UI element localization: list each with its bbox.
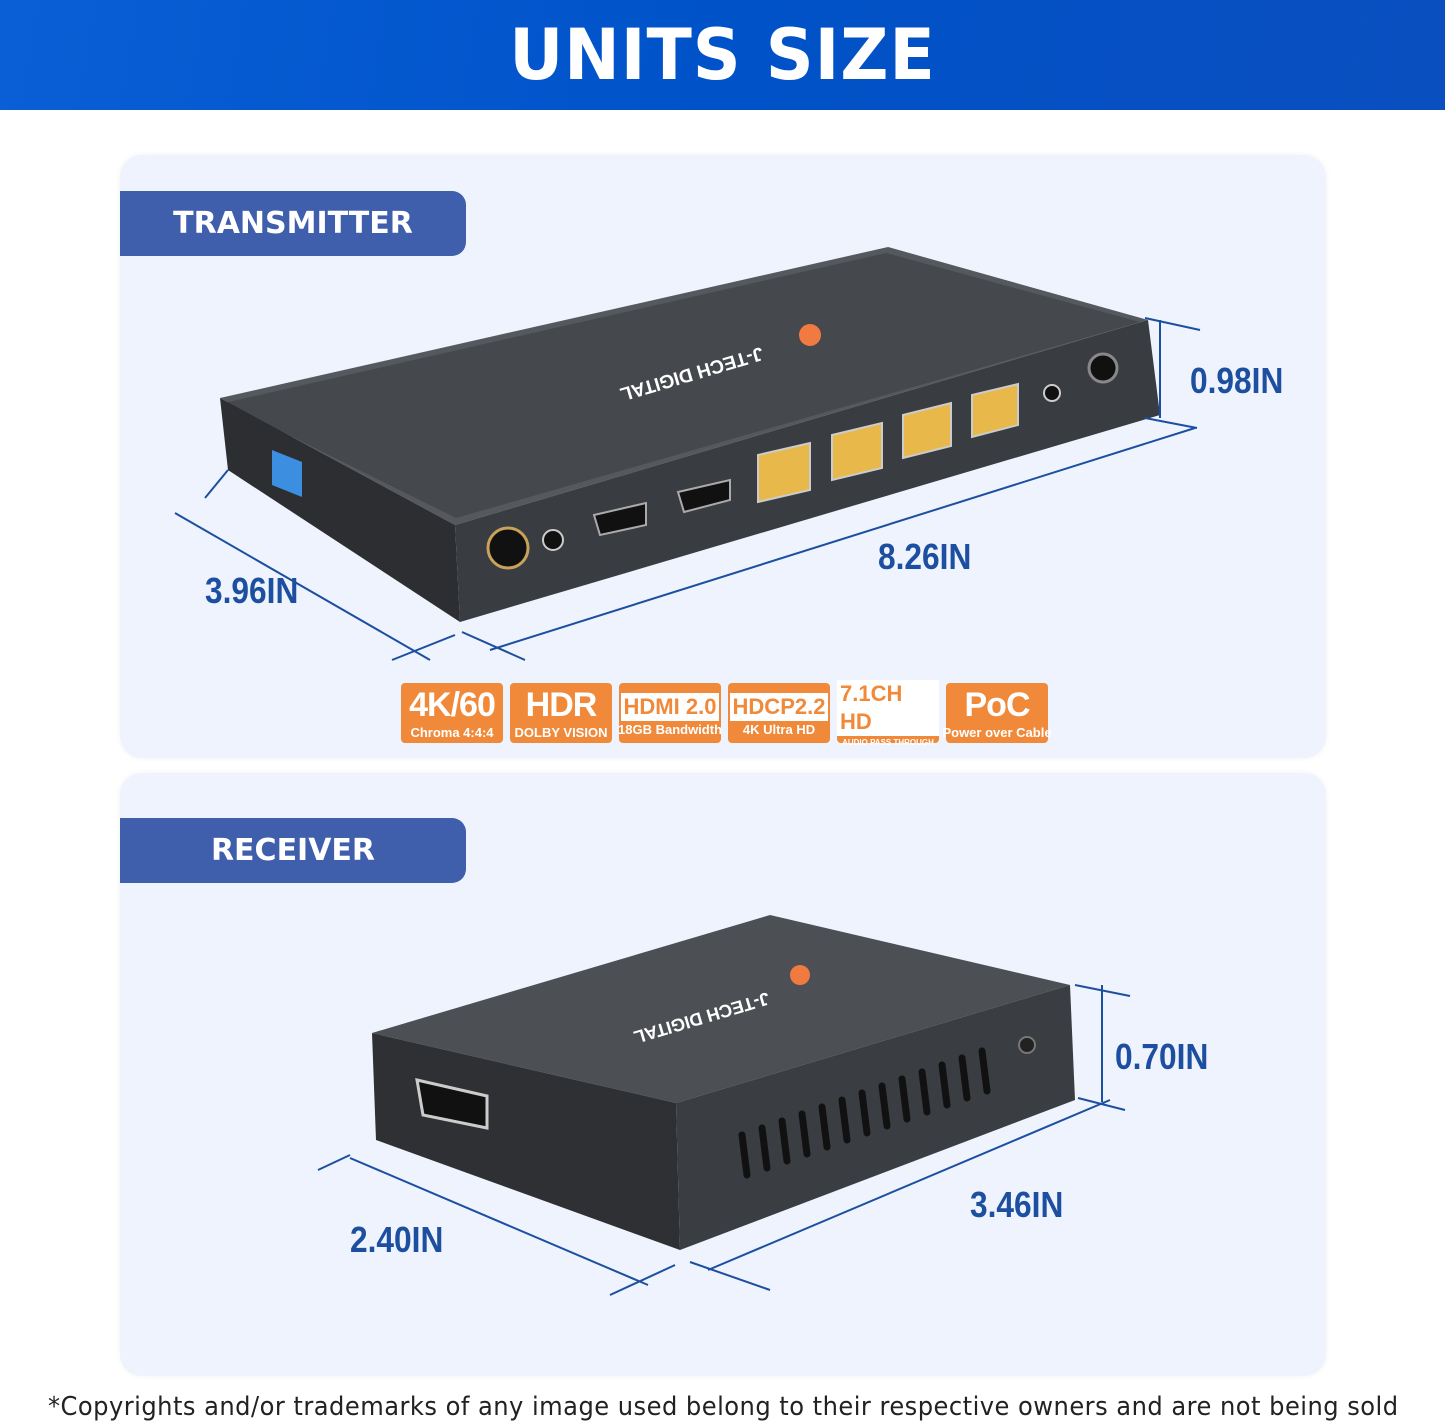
header-banner: UNITS SIZE xyxy=(0,0,1445,110)
badge-subtitle: Power over Cable xyxy=(942,724,1052,740)
badge-title: 7.1CH HD xyxy=(837,680,939,736)
badge-title: PoC xyxy=(964,685,1031,724)
page-title: UNITS SIZE xyxy=(509,14,936,96)
receiver-depth-label: 2.40IN xyxy=(350,1219,444,1260)
badge-title: 4K/60 xyxy=(409,685,496,724)
badge-audio: 7.1CH HD AUDIO PASS THROUGH xyxy=(837,680,939,747)
transmitter-device: J-TECH DIGITAL xyxy=(174,247,1201,661)
badge-subtitle: 4K Ultra HD xyxy=(742,721,816,737)
badge-subtitle: AUDIO PASS THROUGH xyxy=(842,738,934,747)
transmitter-depth-label: 3.96IN xyxy=(205,570,299,611)
transmitter-height-label: 0.98IN xyxy=(1190,360,1284,401)
badge-subtitle: DOLBY VISION xyxy=(514,724,608,740)
badge-subtitle: 18GB Bandwidth xyxy=(618,721,723,737)
badge-title: HDR xyxy=(525,685,598,724)
badge-title: HDMI 2.0 xyxy=(620,692,720,721)
receiver-logo-icon xyxy=(790,965,810,985)
transmitter-length-label: 8.26IN xyxy=(878,536,972,577)
transmitter-label: TRANSMITTER xyxy=(120,191,466,256)
receiver-device: J-TECH DIGITAL xyxy=(317,915,1131,1296)
transmitter-logo-icon xyxy=(799,324,821,346)
receiver-height-label: 0.70IN xyxy=(1115,1036,1209,1077)
badge-title: HDCP2.2 xyxy=(729,692,829,721)
badge-subtitle: Chroma 4:4:4 xyxy=(410,724,494,740)
copyright-disclaimer: *Copyrights and/or trademarks of any ima… xyxy=(48,1392,1399,1422)
receiver-length-label: 3.46IN xyxy=(970,1184,1064,1225)
receiver-label: RECEIVER xyxy=(120,818,466,883)
